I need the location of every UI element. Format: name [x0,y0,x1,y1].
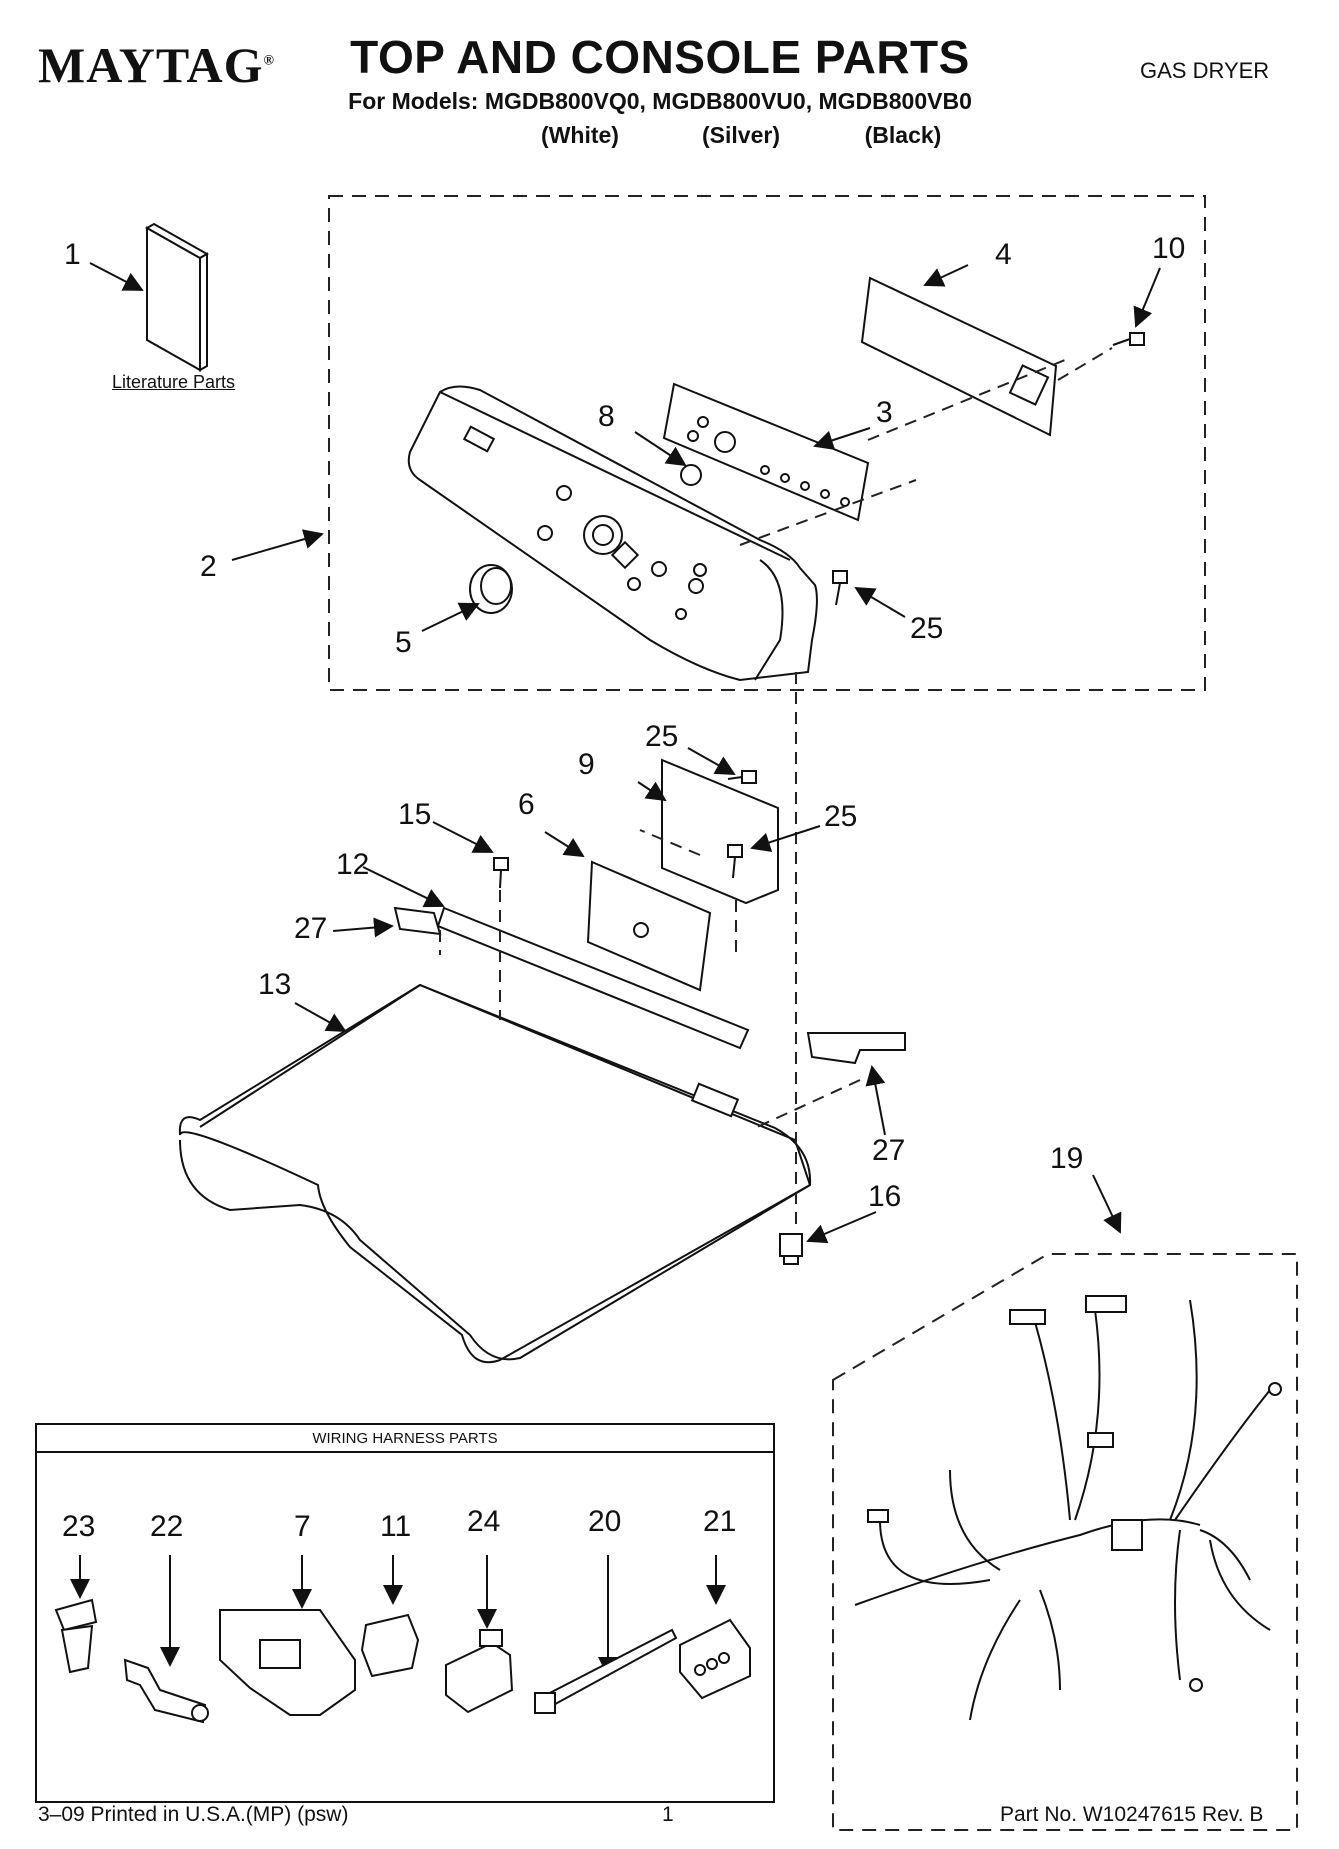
console-panel-icon [407,385,818,682]
callout-arrow [637,781,667,802]
brand-logo: MAYTAG® [38,37,275,93]
page-number: 1 [662,1803,674,1826]
foam-pad-icon [393,906,906,1065]
callout-24: 24 [467,1505,501,1538]
callout-5: 5 [395,626,412,659]
knob-icon [469,564,513,614]
badge-icon [680,464,702,486]
connector-housing-icon [219,1609,356,1716]
callout-arrow [1133,267,1161,328]
console-rail-icon [436,906,750,1050]
color-silver: (Silver) [702,122,780,148]
screw-icon [832,570,848,606]
wiring-harness-title: WIRING HARNESS PARTS [312,1430,498,1447]
connector-clip-icon [54,1598,98,1674]
callout-25-c: 25 [824,800,858,833]
callout-arrow [89,262,144,291]
wire-harness-icon [854,1295,1282,1721]
top-panel-icon [178,983,812,1364]
print-info: 3–09 Printed in U.S.A.(MP) (psw) [38,1803,349,1826]
callout-10: 10 [1152,232,1186,265]
callout-20: 20 [588,1505,622,1538]
connector-cap-icon [679,1618,751,1700]
connector-block-icon [445,1629,514,1714]
callout-12: 12 [336,848,370,881]
callout-22: 22 [150,1510,184,1543]
callout-arrow [813,427,871,450]
page-title: TOP AND CONSOLE PARTS [350,31,970,83]
callout-arrow [294,1002,347,1032]
callout-9: 9 [578,748,595,781]
callout-arrow [432,821,494,853]
callout-arrow [806,1211,877,1244]
callout-arrow [1092,1174,1122,1234]
callout-arrow [865,1065,886,1136]
literature-parts-label: Literature Parts [112,372,236,392]
literature-booklet-icon [144,222,210,372]
callout-arrow [544,831,585,858]
callout-27-b: 27 [872,1134,906,1167]
callout-7: 7 [294,1510,311,1543]
callout-arrow [750,825,821,852]
callout-13: 13 [258,968,292,1001]
color-black: (Black) [864,122,942,148]
color-white: (White) [541,122,619,148]
callout-1: 1 [64,238,81,271]
callout-arrow [854,586,906,618]
callout-25-b: 25 [645,720,679,753]
callout-11: 11 [380,1510,412,1543]
harness-group-box [832,1253,1298,1831]
callout-15: 15 [398,798,432,831]
callout-arrow [687,747,736,775]
callout-23: 23 [62,1510,96,1543]
control-board-icon [662,382,870,522]
callout-16: 16 [868,1180,902,1213]
model-list: For Models: MGDB800VQ0, MGDB800VU0, MGDB… [348,88,972,114]
connector-plug-icon [360,1613,420,1678]
wiring-harness-parts-box [35,1423,775,1803]
callout-arrow [923,264,969,287]
callout-3: 3 [876,396,893,429]
callout-25-a: 25 [910,612,944,645]
callout-arrow [362,866,445,908]
callout-arrow [332,917,394,938]
callout-19: 19 [1050,1142,1084,1175]
callout-arrow [421,602,480,632]
part-number: Part No. W10247615 Rev. B [1000,1803,1264,1826]
timer-module-icon [586,860,712,992]
product-type: GAS DRYER [1140,58,1270,83]
callout-27-a: 27 [294,912,328,945]
callout-8: 8 [598,400,615,433]
cable-tie-icon [534,1628,678,1714]
callout-6: 6 [518,788,535,821]
callout-arrow [634,431,687,467]
screw-icon [493,770,757,889]
callout-21: 21 [703,1505,737,1538]
callout-2: 2 [200,550,217,583]
callout-arrow [231,529,324,561]
callout-4: 4 [995,238,1012,271]
screw-icon [1112,332,1145,346]
terminal-icon [123,1658,209,1724]
bracket-icon [860,276,1058,437]
console-group-box [328,195,1206,691]
foot-icon [779,1233,803,1265]
mounting-plate-icon [661,758,779,905]
